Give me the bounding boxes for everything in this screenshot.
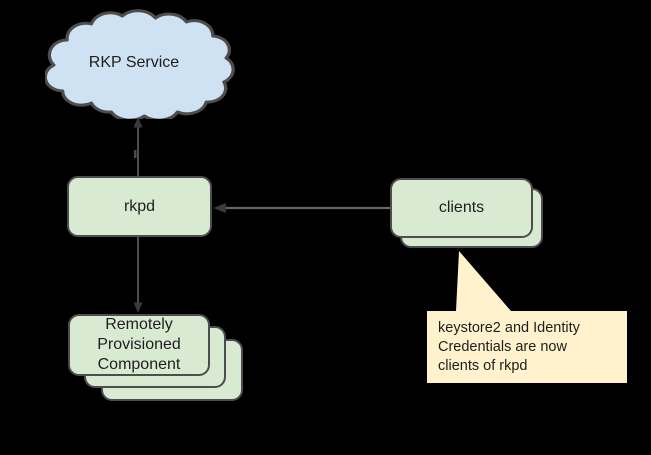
node-rkpd-label: rkpd	[123, 197, 156, 215]
node-rpc: Remotely Provisioned Component	[68, 314, 210, 376]
arrowhead-down-icon	[133, 302, 143, 313]
connector-artifact-dash	[134, 150, 137, 158]
node-clients-label: clients	[438, 199, 485, 216]
node-rkp-service-label: RKP Service	[88, 54, 180, 71]
callout-pointer	[456, 251, 511, 311]
cloud-icon	[45, 9, 235, 119]
node-rkpd: rkpd	[67, 176, 212, 237]
node-rpc-label: Remotely Provisioned Component	[97, 316, 181, 373]
callout-note: keystore2 and Identity Credentials are n…	[427, 311, 627, 383]
cloud-shape	[45, 9, 235, 119]
node-rkp-service: RKP Service	[45, 7, 235, 119]
arrowhead-left-icon	[213, 203, 226, 213]
node-clients: clients	[390, 178, 533, 238]
arrowhead-up-icon	[133, 117, 143, 128]
